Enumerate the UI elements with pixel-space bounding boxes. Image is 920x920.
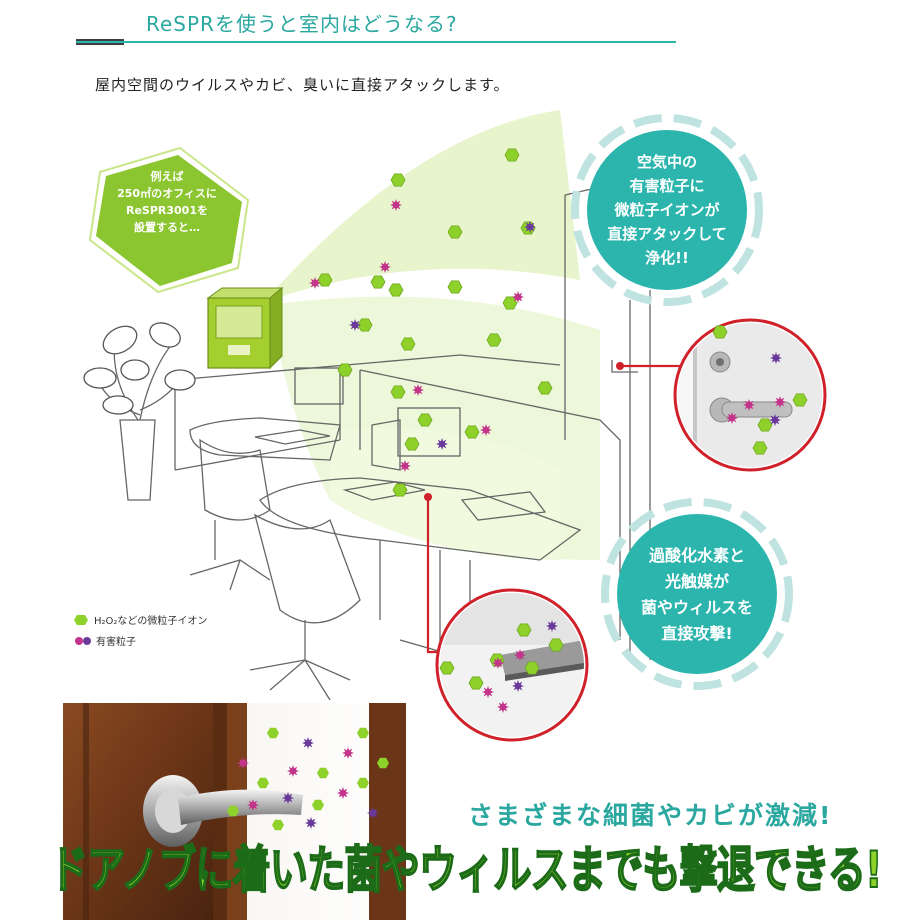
ion-particle	[357, 777, 369, 789]
circle-line: 有害粒子に	[629, 177, 705, 195]
harmful-particle	[524, 221, 536, 233]
harmful-particle	[412, 384, 424, 396]
harmful-particle	[769, 414, 781, 426]
callout-line: 250㎡のオフィスに	[117, 187, 217, 200]
legend-item: 有害粒子	[74, 633, 207, 648]
callout-line: ReSPR3001を	[125, 204, 208, 217]
circle-line: 過酸化水素と	[648, 546, 745, 565]
ion-particle	[312, 799, 324, 811]
callout-line: 例えば	[150, 170, 184, 183]
legend-label: H₂O₂などの微粒子イオン	[94, 616, 208, 627]
ion-hexagon-icon	[74, 614, 88, 625]
harmful-particle	[770, 352, 782, 364]
teal-circle-bottom	[601, 498, 793, 690]
ion-particle	[486, 333, 502, 347]
ion-particle	[390, 385, 406, 399]
harmful-particle	[390, 199, 402, 211]
ion-particle	[390, 173, 406, 187]
ion-particle	[317, 767, 329, 779]
ion-particle	[357, 727, 369, 739]
harmful-particle	[546, 620, 558, 632]
circle-line: 浄化!!	[645, 249, 689, 267]
callout-line: 設置すると…	[134, 221, 200, 234]
harmful-particle	[309, 277, 321, 289]
harmful-particle	[743, 399, 755, 411]
page-title: ReSPRを使うと室内はどうなる?	[146, 12, 458, 36]
ion-particle	[712, 325, 728, 339]
legend: H₂O₂などの微粒子イオン 有害粒子	[74, 612, 207, 648]
ion-particle	[524, 661, 540, 675]
ion-particle	[227, 805, 239, 817]
ion-particle	[400, 337, 416, 351]
harmful-particle	[302, 737, 314, 749]
circle-bottom-text: 過酸化水素と 光触媒が 菌やウィルスを 直接攻撃!	[627, 543, 767, 647]
harmful-particle	[436, 438, 448, 450]
page-subtitle: 屋内空間のウイルスやカビ、臭いに直接アタックします。	[95, 76, 510, 94]
harmful-particle	[480, 424, 492, 436]
circle-line: 直接攻撃!	[661, 624, 733, 643]
respr-device	[206, 286, 284, 370]
legend-label: 有害粒子	[96, 637, 136, 648]
ion-particle	[392, 483, 408, 497]
harmful-particle	[399, 460, 411, 472]
harmful-particle	[512, 680, 524, 692]
harmful-particle	[514, 649, 526, 661]
harmful-particle	[342, 747, 354, 759]
circle-line: 光触媒が	[664, 572, 729, 591]
ion-particle	[792, 393, 808, 407]
ion-particle	[337, 363, 353, 377]
ion-particle	[548, 638, 564, 652]
harmful-particle-icon	[75, 636, 91, 645]
slogan-line2: ドアノブに着いた菌やウィルスまでも撃退できる!	[49, 840, 883, 900]
ion-particle	[537, 381, 553, 395]
harmful-particle	[367, 807, 379, 819]
harmful-particle	[379, 261, 391, 273]
ion-particle	[752, 441, 768, 455]
ion-particle	[502, 296, 518, 310]
ion-particle	[370, 275, 386, 289]
ion-particle	[757, 418, 773, 432]
harmful-particle	[492, 657, 504, 669]
harmful-particle	[337, 787, 349, 799]
harmful-particle	[482, 686, 494, 698]
ion-particle	[447, 280, 463, 294]
legend-item: H₂O₂などの微粒子イオン	[74, 612, 207, 627]
ion-particle	[404, 437, 420, 451]
ion-particle	[447, 225, 463, 239]
circle-line: 菌やウィルスを	[640, 598, 753, 617]
ion-particle	[468, 676, 484, 690]
circle-line: 直接アタックして	[607, 225, 727, 243]
harmful-particle	[237, 757, 249, 769]
harmful-particle	[497, 701, 509, 713]
harmful-particle	[282, 792, 294, 804]
circle-line: 微粒子イオンが	[614, 201, 720, 219]
callout-hex-text: 例えば 250㎡のオフィスに ReSPR3001を 設置すると…	[92, 168, 242, 236]
teal-circle-top	[571, 114, 763, 306]
harmful-particle	[247, 799, 259, 811]
header-rule	[76, 41, 676, 43]
ion-particle	[504, 148, 520, 162]
harmful-particle	[726, 412, 738, 424]
ion-particle	[257, 777, 269, 789]
ion-particle	[388, 283, 404, 297]
harmful-particle	[349, 319, 361, 331]
harmful-particle	[774, 396, 786, 408]
ion-particle	[272, 819, 284, 831]
ion-particle	[516, 623, 532, 637]
ion-particle	[317, 273, 333, 287]
ion-particle	[464, 425, 480, 439]
ion-particle	[439, 661, 455, 675]
circle-line: 空気中の	[636, 153, 697, 171]
circle-top-text: 空気中の 有害粒子に 微粒子イオンが 直接アタックして 浄化!!	[597, 150, 737, 270]
door-photo-particles	[227, 727, 389, 831]
ion-particle	[417, 413, 433, 427]
harmful-particle	[305, 817, 317, 829]
ion-particle	[377, 757, 389, 769]
ion-particle	[267, 727, 279, 739]
harmful-particle	[287, 765, 299, 777]
harmful-particle	[512, 291, 524, 303]
slogan-line1: さまざまな細菌やカビが激減!	[468, 801, 833, 830]
door-knob-photo	[63, 703, 406, 920]
